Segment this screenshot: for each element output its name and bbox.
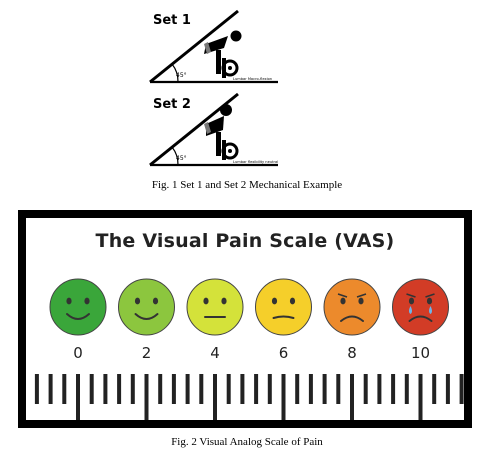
ruler-minor-tick	[295, 374, 300, 404]
ruler-major-tick	[144, 374, 149, 420]
angle-arc	[171, 146, 179, 166]
ruler-major-tick	[213, 374, 217, 420]
set-2-figure-icon	[204, 104, 239, 160]
set-2-title: Set 2	[153, 97, 191, 112]
ruler-minor-tick	[432, 374, 437, 404]
face-circle	[323, 278, 381, 336]
face-happy-icon	[49, 278, 107, 336]
vas-scale-graphic: 0 2 4 6 8 10	[34, 278, 464, 420]
ruler-major-tick	[76, 374, 80, 420]
figure-2-caption: Fig. 2 Visual Analog Scale of Pain	[171, 436, 323, 448]
mouth	[340, 315, 364, 322]
ruler-major-tick	[350, 374, 354, 420]
angle-label: 45°	[176, 155, 187, 162]
ruler-minor-tick	[48, 374, 53, 404]
ruler-minor-tick	[117, 374, 122, 404]
ruler-minor-tick	[62, 374, 67, 404]
ruler-minor-tick	[103, 374, 108, 404]
ruler-minor-tick	[185, 374, 190, 404]
eye	[134, 297, 141, 305]
set-1-figure-icon	[204, 30, 242, 78]
ruler-minor-tick	[158, 374, 163, 404]
score-label: 10	[411, 344, 430, 362]
ruler-minor-tick	[336, 374, 341, 404]
eye	[289, 297, 296, 305]
eye	[358, 297, 364, 305]
brow	[406, 293, 416, 298]
vas-title: The Visual Pain Scale (VAS)	[95, 230, 395, 252]
set-2-note: Lumbar flexibility neutral	[233, 160, 278, 164]
tear	[409, 306, 412, 314]
ruler-minor-tick	[89, 374, 94, 404]
tear	[429, 306, 432, 314]
ruler-minor-tick	[130, 374, 135, 404]
ruler-minor-tick	[254, 374, 259, 404]
ruler-minor-tick	[308, 374, 313, 404]
score-label: 6	[279, 344, 289, 362]
brow	[356, 293, 367, 298]
eye	[408, 297, 415, 305]
ruler-major-tick	[281, 374, 286, 420]
eye	[152, 297, 159, 305]
mouth	[272, 315, 295, 319]
face-circle	[255, 278, 312, 336]
face-crying-icon	[392, 278, 449, 336]
ruler-minor-tick	[391, 374, 396, 404]
score-label: 0	[73, 344, 83, 362]
angle-label: 45°	[176, 72, 187, 79]
ruler-minor-tick	[445, 374, 450, 404]
brow	[425, 293, 435, 298]
angle-arc	[171, 63, 179, 83]
mouth	[134, 313, 159, 320]
eye	[271, 297, 278, 305]
vas-scale-figure: The Visual Pain Scale (VAS) 0 2 4 6 8 10	[18, 210, 472, 428]
set-1-panel: Set 1 45° Lumbar Macro-flexion	[149, 9, 278, 84]
face-circle	[49, 278, 107, 336]
set-1-note: Lumbar Macro-flexion	[233, 77, 272, 81]
mouth	[66, 313, 90, 320]
score-label: 2	[142, 344, 152, 362]
ruler-minor-tick	[459, 374, 464, 404]
face-uneasy-icon	[255, 278, 312, 336]
face-neutral-icon	[186, 278, 244, 336]
ruler-major-tick	[418, 374, 423, 420]
face-sad-icon	[323, 278, 381, 336]
ruler-minor-tick	[322, 374, 327, 404]
score-label: 4	[210, 344, 220, 362]
ruler-minor-tick	[404, 374, 409, 404]
eye	[426, 297, 433, 305]
eye	[203, 297, 209, 305]
ruler-minor-tick	[363, 374, 368, 404]
eye	[221, 297, 227, 305]
figure-1-caption: Fig. 1 Set 1 and Set 2 Mechanical Exampl…	[151, 179, 343, 191]
incline-line	[149, 9, 239, 84]
face-happy-icon	[118, 278, 175, 336]
ruler-minor-tick	[240, 374, 245, 404]
ruler-minor-tick	[34, 374, 39, 404]
ruler-minor-tick	[226, 374, 231, 404]
score-label: 8	[347, 344, 357, 362]
ruler-minor-tick	[377, 374, 382, 404]
face-circle	[392, 278, 449, 336]
face-circle	[118, 278, 175, 336]
mechanical-example-figure: Set 1 45° Lumbar Macro-flexion Set 2 45°	[149, 9, 278, 167]
eye	[84, 297, 90, 305]
ruler-minor-tick	[267, 374, 272, 404]
ruler-minor-tick	[199, 374, 204, 404]
set-2-panel: Set 2 45° Lumbar flexibility neutral	[149, 92, 278, 167]
set-1-title: Set 1	[153, 13, 191, 28]
brow	[337, 293, 348, 298]
ruler-minor-tick	[171, 374, 176, 404]
eye	[66, 297, 72, 305]
face-circle	[186, 278, 244, 336]
mouth	[408, 315, 433, 322]
eye	[340, 297, 346, 305]
